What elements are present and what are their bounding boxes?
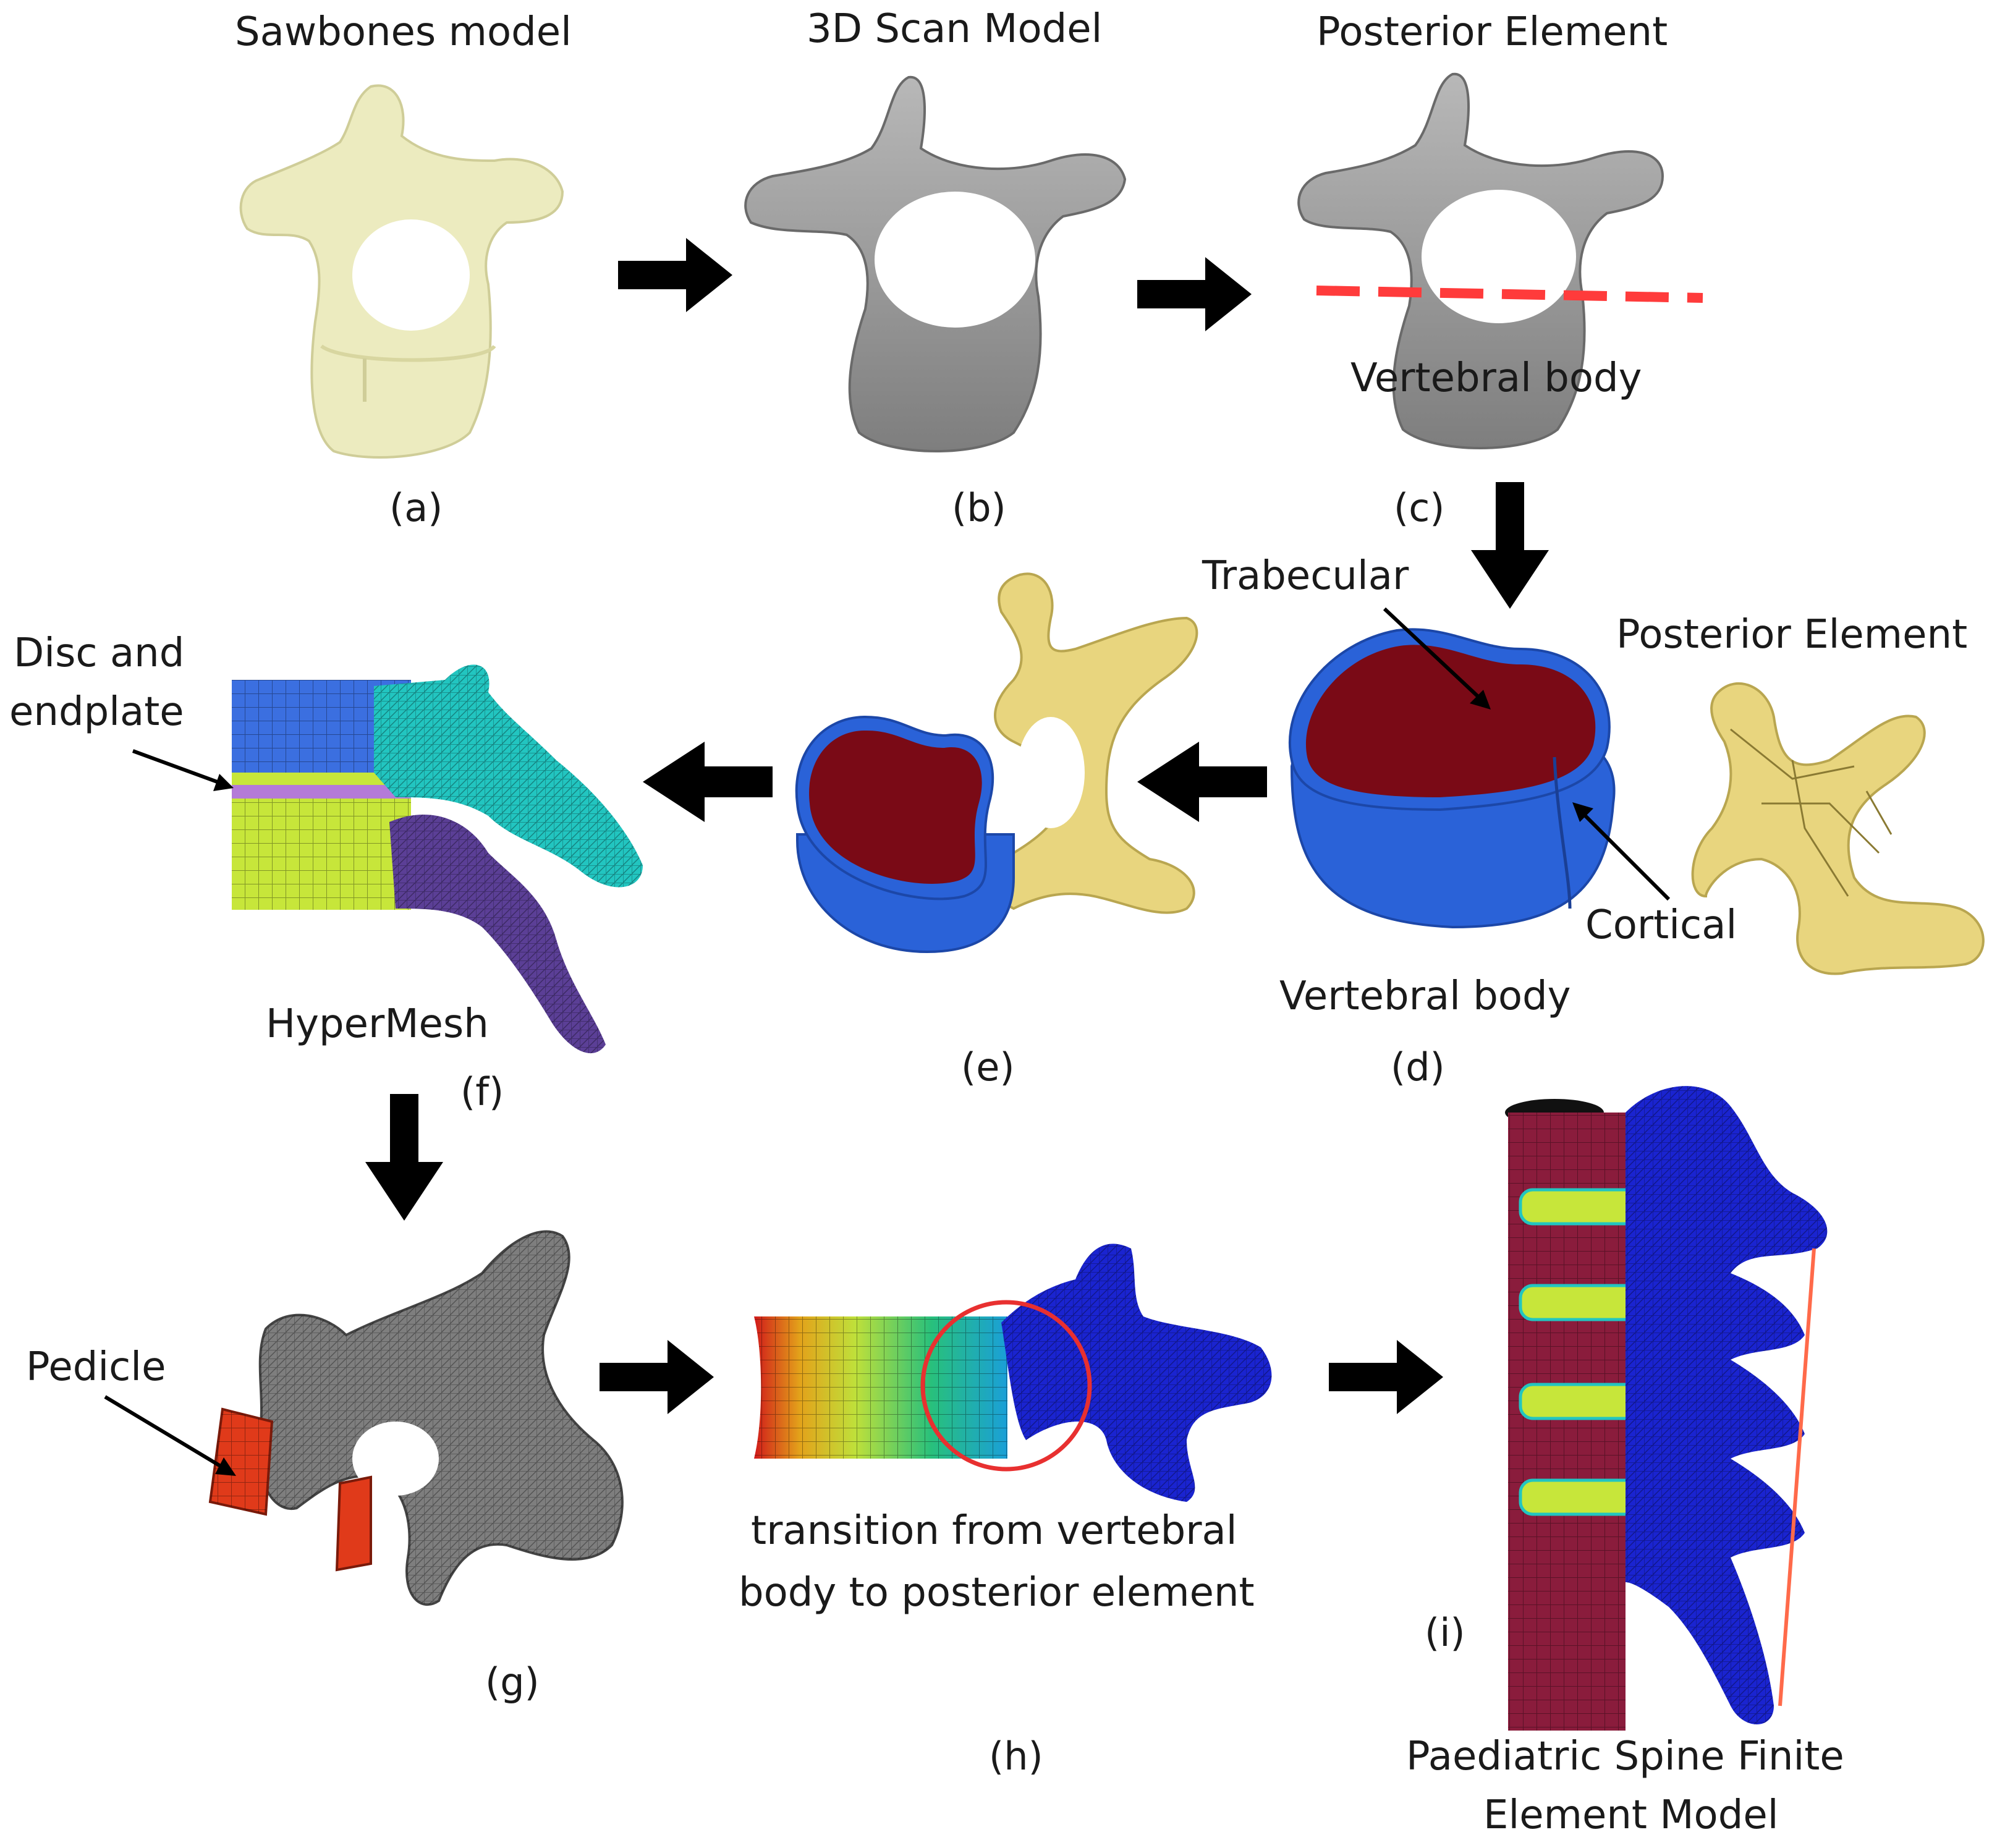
scan-model-illustration	[744, 75, 1127, 452]
arrow-d-to-e	[1137, 742, 1267, 822]
arrow-a-to-b	[618, 238, 732, 312]
arrow-g-to-h	[600, 1340, 714, 1414]
disc-pointer	[132, 749, 227, 787]
caption-i: (i)	[1425, 1610, 1465, 1655]
caption-g: (g)	[485, 1659, 540, 1705]
transition-model-illustration	[754, 1244, 1272, 1502]
label-spine-model-line1: Paediatric Spine Finite	[1406, 1734, 1844, 1779]
pedicle-mesh-illustration	[104, 1230, 624, 1606]
label-transition-line1: transition from vertebral	[751, 1508, 1237, 1554]
title-posterior-element-c: Posterior Element	[1316, 9, 1668, 55]
arrow-e-to-f	[643, 742, 773, 822]
arrow-b-to-c	[1137, 257, 1252, 331]
assembled-vertebra-illustration	[795, 572, 1198, 954]
sawbones-model-illustration	[239, 84, 564, 459]
trabecular-pointer	[1383, 607, 1485, 703]
label-disc-line1: Disc and	[14, 630, 185, 676]
caption-c: (c)	[1394, 485, 1445, 530]
label-hypermesh: HyperMesh	[266, 1001, 489, 1047]
label-trabecular: Trabecular	[1202, 553, 1409, 599]
label-spine-model-line2: Element Model	[1483, 1792, 1779, 1838]
caption-e: (e)	[961, 1045, 1015, 1090]
label-disc-line2: endplate	[9, 689, 184, 735]
transition-highlight-circle	[920, 1300, 1092, 1472]
title-3d-scan-model: 3D Scan Model	[807, 6, 1103, 52]
posterior-element-illustration	[1691, 682, 1985, 975]
arrow-f-to-g	[365, 1094, 443, 1221]
caption-h: (h)	[989, 1734, 1043, 1779]
hypermesh-model-illustration	[132, 664, 643, 1054]
label-vertebral-body-c: Vertebral body	[1350, 355, 1642, 401]
label-pedicle: Pedicle	[26, 1344, 166, 1390]
caption-a: (a)	[389, 485, 443, 530]
pedicle-pointer	[104, 1395, 230, 1473]
title-sawbones-model: Sawbones model	[235, 9, 572, 55]
caption-b: (b)	[952, 485, 1006, 530]
spine-fe-model-illustration	[1505, 1086, 1828, 1731]
label-vertebral-body-d: Vertebral body	[1279, 973, 1571, 1019]
cut-model-illustration	[1297, 72, 1703, 449]
label-cortical: Cortical	[1585, 902, 1737, 948]
caption-d: (d)	[1391, 1045, 1445, 1090]
caption-f: (f)	[460, 1069, 504, 1114]
arrow-c-to-d	[1471, 482, 1549, 609]
label-posterior-element-d: Posterior Element	[1616, 612, 1968, 658]
label-transition-line2: body to posterior element	[739, 1570, 1255, 1616]
arrow-h-to-i	[1329, 1340, 1443, 1414]
cut-line	[1316, 286, 1703, 303]
vertebral-body-illustration	[1288, 607, 1671, 929]
cortical-pointer	[1577, 808, 1671, 901]
